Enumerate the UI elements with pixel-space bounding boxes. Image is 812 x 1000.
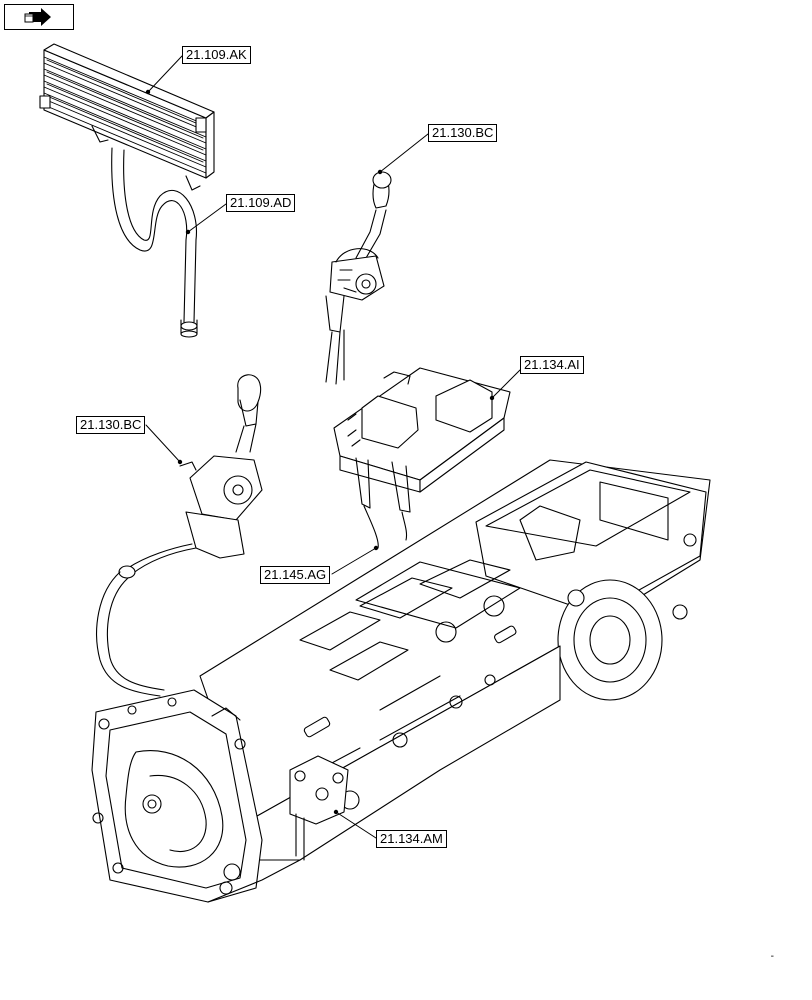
callout-21-134-ai[interactable]: 21.134.AI [520,356,584,374]
callout-21-145-ag[interactable]: 21.145.AG [260,566,331,584]
callout-21-109-ad[interactable]: 21.109.AD [226,194,296,212]
callout-21-130-bc-lower[interactable]: 21.130.BC [76,416,146,434]
callout-21-109-ak[interactable]: 21.109.AK [182,46,251,64]
cooler-hose-drawing [111,147,198,338]
shift-lever-upper-drawing [325,171,392,385]
footer-mark: - [770,951,774,962]
callout-21-130-bc-upper[interactable]: 21.130.BC [428,124,498,142]
shift-lever-lower-drawing [96,374,263,697]
control-valve-drawing [333,367,511,549]
oil-cooler-drawing [39,43,215,191]
callout-21-134-am[interactable]: 21.134.AM [376,830,447,848]
transmission-housing-drawing [91,459,711,903]
next-page-arrow-icon [24,8,51,26]
nav-next-page-button[interactable] [4,4,74,30]
callout-leader-lines [145,55,521,839]
